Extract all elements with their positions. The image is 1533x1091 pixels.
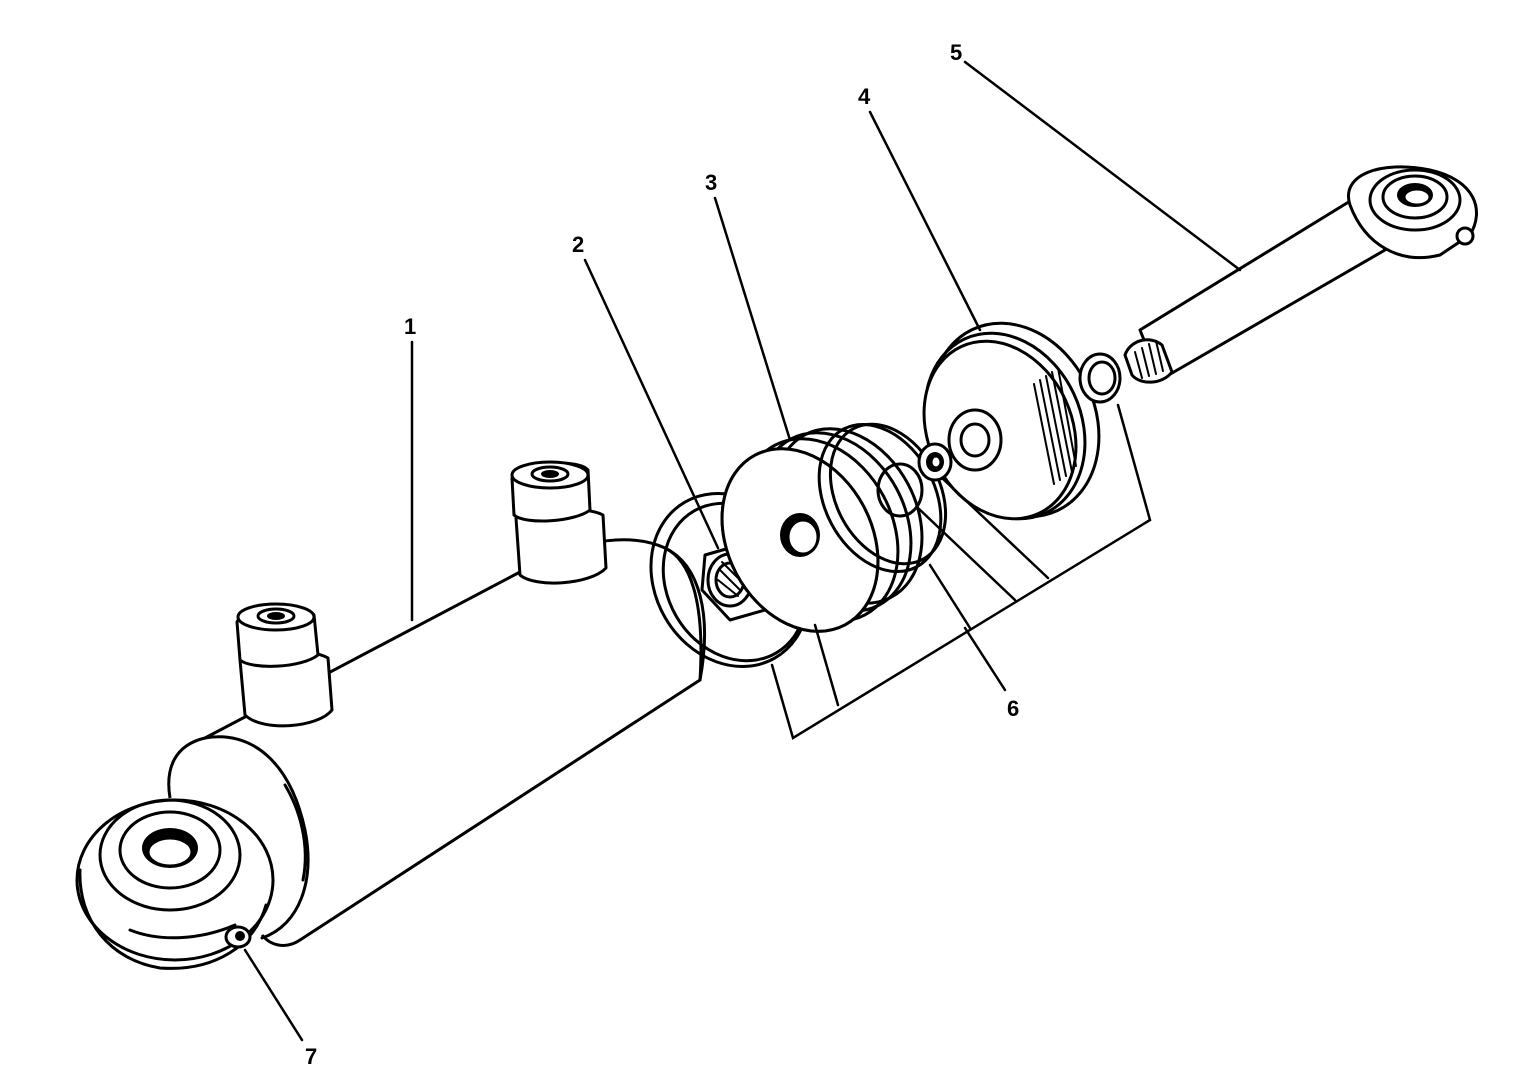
- leader-lines: [243, 60, 1242, 1042]
- callout-7: 7: [305, 1044, 317, 1069]
- callout-6: 6: [1007, 696, 1019, 721]
- callout-2: 2: [572, 232, 584, 257]
- callout-labels: 1 2 3 4 5 6 7: [305, 40, 1019, 1069]
- callout-4: 4: [858, 84, 871, 109]
- callout-3: 3: [705, 170, 717, 195]
- piston: [720, 422, 948, 633]
- piston-rod: [1078, 165, 1478, 404]
- cylinder-barrel: [75, 460, 706, 970]
- gland: [917, 321, 1101, 521]
- callout-1: 1: [404, 314, 416, 339]
- callout-5: 5: [950, 40, 962, 65]
